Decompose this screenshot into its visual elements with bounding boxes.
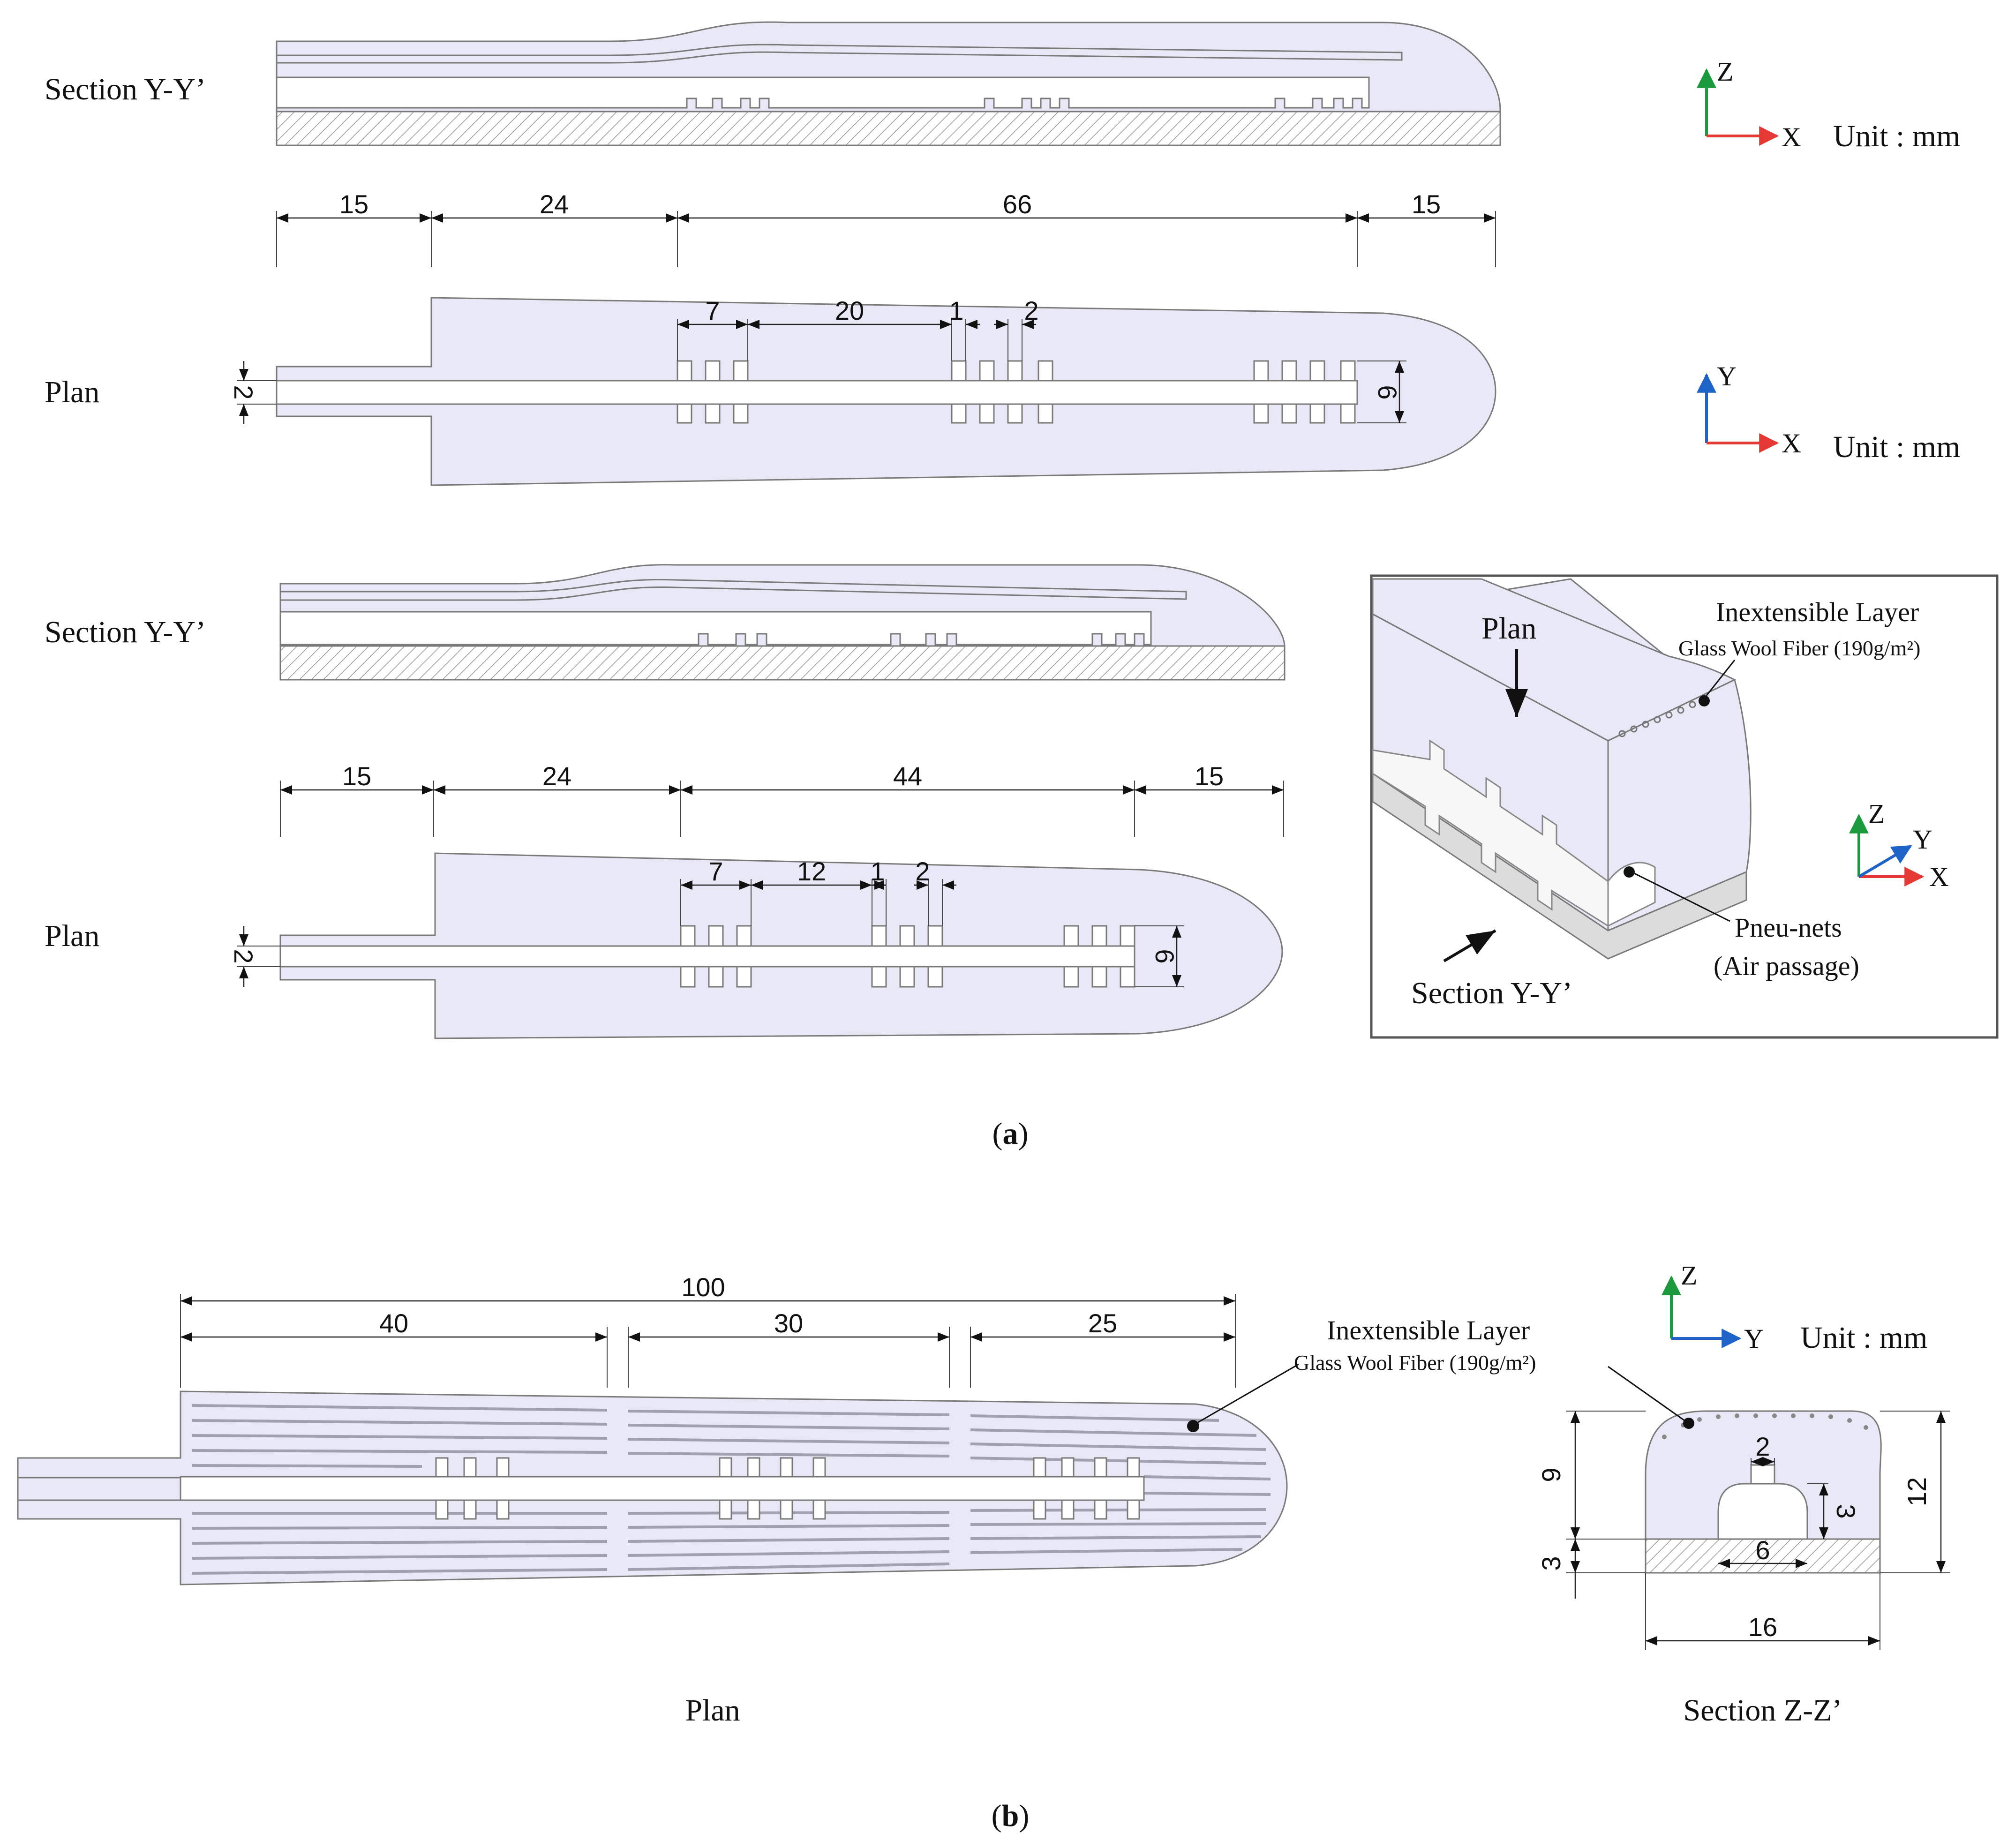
caption-b-letter: b	[1002, 1799, 1019, 1833]
panel-b-dim-total: 100	[681, 1272, 725, 1302]
design1-chamber-dim-1: 7	[705, 296, 720, 325]
caption-b: (b)	[992, 1799, 1030, 1833]
design2-dim-4: 15	[1195, 761, 1224, 791]
inset-axis-y: Y	[1913, 824, 1932, 855]
caption-a-letter: a	[1003, 1117, 1018, 1151]
inset-plan-label: Plan	[1481, 611, 1536, 646]
panel-b-layer-material: Glass Wool Fiber (190g/m²)	[1294, 1351, 1536, 1375]
design2-chamber-dim-3: 1	[870, 856, 885, 886]
design1-channel-dim: 2	[229, 385, 258, 399]
section-dim-lower: 3	[1536, 1556, 1566, 1570]
section-dim-total-width: 16	[1748, 1612, 1777, 1642]
panel-b-axis-y: Y	[1744, 1323, 1764, 1354]
section-dim-top-width: 2	[1755, 1432, 1770, 1461]
section-zz: 2 3 6 16 9 3 12 Section Z-Z’	[1536, 1366, 1950, 1728]
design2-dimensions: 15 24 44 15	[280, 761, 1284, 837]
design1-dim-3: 66	[1003, 189, 1032, 219]
design1-dim-1: 15	[339, 189, 368, 219]
design1-chamber-dim-3: 1	[949, 296, 963, 325]
axes-xy-y-label: Y	[1717, 361, 1737, 391]
svg-text:(b): (b)	[992, 1799, 1030, 1833]
design2-plan-label: Plan	[45, 919, 99, 953]
design1-plan: Plan 7 20 1 2 2	[45, 296, 1496, 486]
design2-section: Section Y-Y’	[45, 564, 1286, 681]
design2-chamber-dim-2: 12	[797, 856, 826, 886]
design1-chamber-dim-2: 20	[835, 296, 864, 325]
axes-xz-x-label: X	[1782, 122, 1801, 152]
axes-xy-unit: Unit : mm	[1833, 430, 1960, 464]
inset-section-label: Section Y-Y’	[1411, 976, 1572, 1010]
design2-plan: Plan 7 12 1 2 2 6	[45, 852, 1283, 1039]
design2-height-dim: 6	[1150, 949, 1180, 963]
design1-section-label: Section Y-Y’	[45, 72, 206, 106]
axes-xy-x-label: X	[1782, 428, 1801, 458]
inset-layer-material: Glass Wool Fiber (190g/m²)	[1678, 636, 1921, 660]
panel-b-plan-label: Plan	[685, 1693, 740, 1728]
inset-pneu-title: Pneu-nets	[1735, 912, 1842, 943]
panel-b-dim-1: 40	[379, 1308, 408, 1338]
design2-dim-1: 15	[342, 761, 371, 791]
axes-xz: Z X Unit : mm	[1697, 56, 1960, 153]
design2-dim-3: 44	[893, 761, 922, 791]
design2-chamber-dim-4: 2	[915, 856, 930, 886]
section-dim-chamber-width: 6	[1755, 1535, 1770, 1565]
design2-section-label: Section Y-Y’	[45, 615, 206, 649]
panel-b-layer-title: Inextensible Layer	[1327, 1315, 1530, 1345]
design1-dim-2: 24	[540, 189, 569, 219]
section-zz-label: Section Z-Z’	[1683, 1693, 1842, 1728]
panel-b-axis-z: Z	[1681, 1260, 1697, 1291]
panel-b-dim-2: 30	[774, 1308, 803, 1338]
panel-b-axes: Z Y Unit : mm	[1662, 1260, 1927, 1355]
inset-pneu-sub: (Air passage)	[1714, 951, 1859, 981]
axes-xz-unit: Unit : mm	[1833, 119, 1960, 153]
design2-channel-dim: 2	[229, 949, 258, 963]
inset-axis-x: X	[1929, 862, 1949, 892]
panel-b-unit: Unit : mm	[1800, 1321, 1927, 1355]
inset-3d-view: Plan Inextensible Layer Glass Wool Fiber…	[1370, 574, 1999, 1039]
inset-layer-title: Inextensible Layer	[1716, 597, 1919, 627]
design1-plan-label: Plan	[45, 375, 99, 409]
section-dim-total-height: 12	[1902, 1477, 1932, 1506]
design2-chamber-dim-1: 7	[708, 856, 723, 886]
section-dim-upper: 9	[1536, 1467, 1566, 1482]
design1-dim-4: 15	[1412, 189, 1441, 219]
caption-a: (a)	[992, 1117, 1029, 1151]
design1-dimensions: 15 24 66 15	[276, 189, 1496, 267]
inset-axis-z: Z	[1868, 798, 1885, 829]
design1-height-dim: 6	[1373, 385, 1402, 399]
design2-dim-2: 24	[542, 761, 571, 791]
panel-b-plan: Inextensible Layer Glass Wool Fiber (190…	[17, 1315, 1536, 1728]
design1-section: Section Y-Y’	[45, 21, 1501, 146]
panel-b-dim-3: 25	[1088, 1308, 1117, 1338]
design1-chamber-dim-4: 2	[1024, 296, 1038, 325]
axes-xy: Y X Unit : mm	[1697, 361, 1960, 464]
panel-b-dimensions: 100 40 30 25	[180, 1272, 1236, 1388]
axes-xz-z-label: Z	[1717, 56, 1733, 87]
section-dim-chamber-height: 3	[1831, 1504, 1861, 1518]
svg-text:(a): (a)	[992, 1117, 1029, 1151]
